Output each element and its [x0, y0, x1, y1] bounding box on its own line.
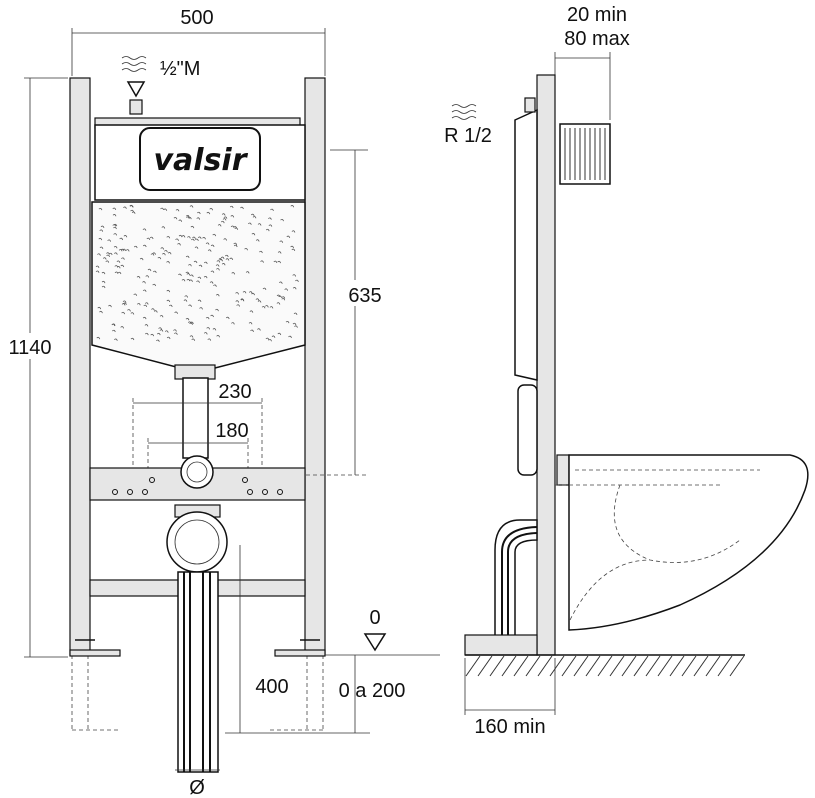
cistern-height-label: 635: [348, 285, 381, 307]
flush-pipe-side: [517, 384, 538, 476]
cistern-tank: [91, 201, 306, 369]
water-inlet-label: ½"M: [160, 58, 200, 80]
cistern-side: [514, 108, 538, 381]
wall-depth-max-label: 80 max: [564, 28, 630, 50]
wall-depth-min-label: 20 min: [567, 4, 627, 26]
wall-hung-toilet: [568, 454, 809, 631]
floor-hatch: [465, 655, 745, 677]
drain-elbow: [166, 511, 228, 573]
side-water-inlet-label: R 1/2: [444, 125, 492, 147]
front-view: 500 1140 ½"M valsir 635: [0, 7, 440, 798]
spacing-outer-label: 230: [218, 381, 251, 403]
flush-connection-ring: [180, 455, 214, 489]
right-post: [304, 77, 326, 656]
width-label: 500: [180, 7, 213, 29]
depth-min-label: 160 min: [474, 716, 545, 738]
frame-post-side: [536, 74, 556, 656]
floor-zero-label: 0: [369, 607, 380, 629]
spacing-inner-label: 180: [215, 420, 248, 442]
floor-adjust-label: 0 a 200: [339, 680, 406, 702]
flush-pipe: [182, 377, 209, 459]
drain-height-label: 400: [255, 676, 288, 698]
valsir-logo-plate: [139, 127, 261, 191]
side-view: 20 min 80 max R 1/2 160 min: [444, 4, 809, 738]
brand-logo: valsir: [153, 143, 248, 178]
floor-level-marker: [363, 633, 387, 652]
height-label: 1140: [8, 337, 51, 359]
drain-diameter-label: Ø: [189, 777, 205, 798]
left-post: [69, 77, 91, 656]
flush-valve: [174, 364, 216, 380]
tank-texture: [95, 204, 299, 342]
